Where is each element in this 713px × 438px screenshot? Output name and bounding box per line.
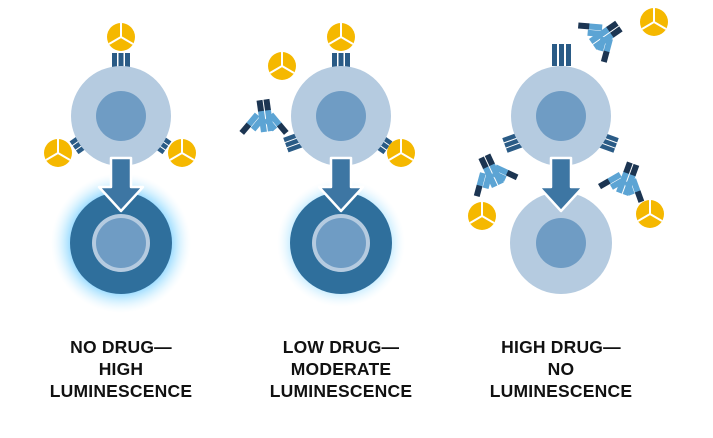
antibody-icon	[577, 20, 623, 63]
panel-high-drug	[468, 8, 668, 294]
down-arrow-icon	[97, 156, 145, 213]
receptor-icon	[332, 53, 350, 67]
ligand-hexagon-icon	[636, 200, 664, 228]
ligand-hexagon-icon	[387, 139, 415, 167]
ligand-hexagon-icon	[44, 139, 72, 167]
down-arrow-icon	[317, 156, 365, 213]
antibody-icon	[239, 98, 289, 135]
caption-low-drug: LOW DRUG— MODERATE LUMINESCENCE	[241, 336, 441, 402]
ligand-hexagon-icon	[640, 8, 668, 36]
activated-cell-nucleus	[316, 218, 366, 268]
cell-nucleus	[316, 91, 366, 141]
panel-no-drug	[44, 23, 196, 313]
ligand-hexagon-icon	[168, 139, 196, 167]
caption-line: LUMINESCENCE	[489, 381, 633, 401]
caption-high-drug: HIGH DRUG— NO LUMINESCENCE	[461, 336, 661, 402]
caption-line: LOW DRUG—	[282, 337, 400, 357]
caption-line: LUMINESCENCE	[49, 381, 193, 401]
inactive-cell-nucleus	[536, 218, 586, 268]
ligand-hexagon-icon	[327, 23, 355, 51]
caption-line: MODERATE	[290, 359, 392, 379]
ligand-hexagon-icon	[268, 52, 296, 80]
receptor-icon	[112, 53, 130, 67]
antibody-icon	[598, 161, 645, 203]
ligand-hexagon-icon	[468, 202, 496, 230]
caption-line: LUMINESCENCE	[269, 381, 413, 401]
caption-line: HIGH DRUG—	[501, 337, 621, 357]
cell-nucleus	[536, 91, 586, 141]
receptor-icon	[552, 44, 571, 66]
down-arrow-icon	[537, 156, 585, 213]
ligand-hexagon-icon	[107, 23, 135, 51]
antibody-icon	[473, 153, 519, 197]
activated-cell-nucleus	[96, 218, 146, 268]
panel-low-drug	[239, 23, 415, 307]
cell-nucleus	[96, 91, 146, 141]
caption-no-drug: NO DRUG— HIGH LUMINESCENCE	[21, 336, 221, 402]
caption-line: NO	[547, 359, 575, 379]
caption-line: NO DRUG—	[70, 337, 172, 357]
caption-line: HIGH	[98, 359, 144, 379]
